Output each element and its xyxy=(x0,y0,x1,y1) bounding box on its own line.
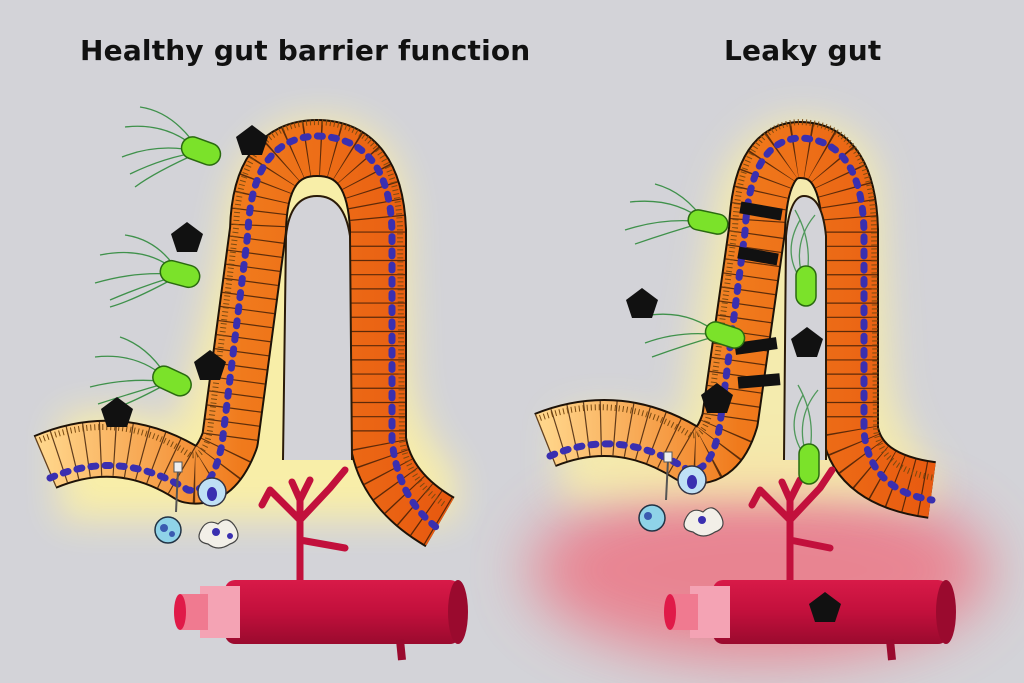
villus-epithelium xyxy=(33,118,456,548)
toxin-pentagon-icon xyxy=(101,125,268,427)
bacteria-icon xyxy=(624,183,820,485)
bacteria-icon xyxy=(89,106,222,413)
immune-cell-icon xyxy=(638,451,724,537)
immune-cell-icon xyxy=(154,461,239,549)
blood-vessel-icon xyxy=(174,466,468,661)
healthy-gut-title: Healthy gut barrier function xyxy=(80,34,531,67)
toxin-pentagon-icon xyxy=(626,288,841,622)
leaky-panel xyxy=(530,118,990,661)
healthy-panel xyxy=(33,106,468,661)
leaky-gut-title: Leaky gut xyxy=(724,34,882,67)
